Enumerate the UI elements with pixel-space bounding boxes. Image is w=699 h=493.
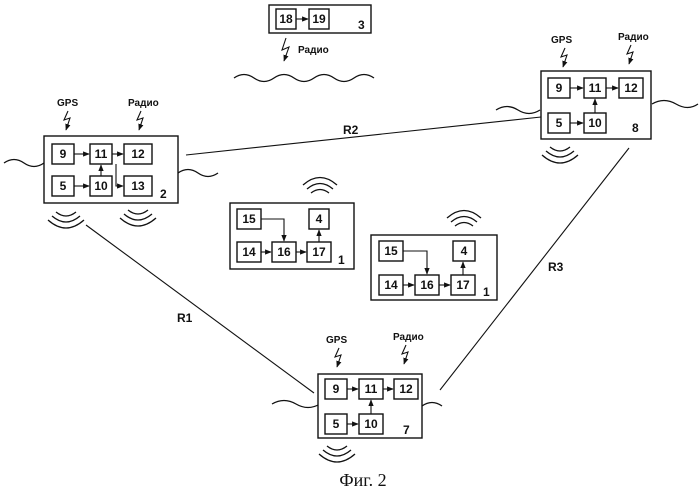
block-19-label: 19 (312, 12, 326, 26)
block-11-label: 11 (589, 81, 602, 95)
water-wave (422, 403, 442, 407)
gps-signal-icon (64, 111, 70, 130)
station-8-number: 8 (632, 121, 639, 135)
gps-signal-icon (335, 348, 341, 367)
sonar-icon (319, 446, 355, 462)
water-wave (272, 401, 320, 408)
block-5-label: 5 (60, 179, 67, 193)
block-14-label: 14 (384, 278, 398, 292)
unit-3-radio-tag: Радио (298, 45, 329, 56)
block-9-label: 9 (556, 81, 563, 95)
water-wave (234, 75, 374, 82)
station-2: 9 11 12 5 10 13 2 GPS Радио (4, 98, 218, 228)
station-7-gps-tag: GPS (326, 335, 347, 346)
sonar-icon (542, 147, 578, 163)
station-8: 9 11 12 5 10 8 GPS Радио (496, 32, 698, 163)
block-9-label: 9 (60, 147, 67, 161)
unit-1-a-number: 1 (338, 253, 345, 267)
block-11-label: 11 (365, 382, 378, 396)
sonar-icon (120, 210, 156, 226)
radio-signal-icon (627, 45, 633, 64)
radio-waves-icon (447, 211, 481, 227)
radio-signal-icon (282, 38, 289, 61)
figure-caption: Фиг. 2 (339, 470, 386, 490)
range-label-r2: R2 (343, 123, 359, 137)
block-16-label: 16 (277, 245, 291, 259)
block-5-label: 5 (333, 417, 340, 431)
station-7-number: 7 (403, 423, 410, 437)
block-17-label: 17 (312, 245, 326, 259)
sonar-icon (48, 212, 84, 228)
unit-1-b-number: 1 (483, 285, 490, 299)
block-15-label: 15 (384, 244, 398, 258)
gps-signal-icon (561, 48, 567, 67)
block-12-label: 12 (624, 81, 638, 95)
water-wave (178, 170, 218, 177)
block-10-label: 10 (364, 417, 378, 431)
block-17-label: 17 (456, 278, 470, 292)
block-10-label: 10 (588, 116, 602, 130)
radio-signal-icon (402, 345, 408, 364)
block-15-label: 15 (242, 212, 256, 226)
station-7-radio-tag: Радио (393, 332, 424, 343)
unit-3-number: 3 (358, 18, 365, 32)
unit-3: 18 19 3 Радио (234, 5, 374, 82)
unit-1-b: 15 4 14 16 17 1 (371, 211, 497, 301)
block-18-label: 18 (279, 12, 293, 26)
block-12-label: 12 (131, 147, 145, 161)
water-wave (496, 107, 540, 114)
range-label-r3: R3 (548, 260, 564, 274)
water-wave (4, 160, 44, 167)
block-10-label: 10 (94, 179, 108, 193)
station-2-number: 2 (160, 187, 167, 201)
station-8-radio-tag: Радио (618, 32, 649, 43)
block-9-label: 9 (333, 382, 340, 396)
block-13-label: 13 (131, 179, 145, 193)
radio-signal-icon (137, 111, 143, 130)
block-16-label: 16 (420, 278, 434, 292)
block-11-label: 11 (95, 147, 108, 161)
water-wave (652, 101, 698, 108)
station-7: 9 11 12 5 10 7 GPS Радио (272, 332, 442, 462)
radio-waves-icon (303, 178, 337, 194)
station-2-gps-tag: GPS (57, 98, 78, 109)
block-4-label: 4 (316, 212, 323, 226)
range-line-r2 (186, 117, 541, 155)
unit-1-a: 15 4 14 16 17 1 (230, 178, 354, 270)
block-12-label: 12 (399, 382, 413, 396)
station-8-gps-tag: GPS (551, 35, 572, 46)
station-2-radio-tag: Радио (128, 98, 159, 109)
range-label-r1: R1 (177, 311, 193, 325)
block-14-label: 14 (242, 245, 256, 259)
block-5-label: 5 (556, 116, 563, 130)
block-4-label: 4 (461, 244, 468, 258)
